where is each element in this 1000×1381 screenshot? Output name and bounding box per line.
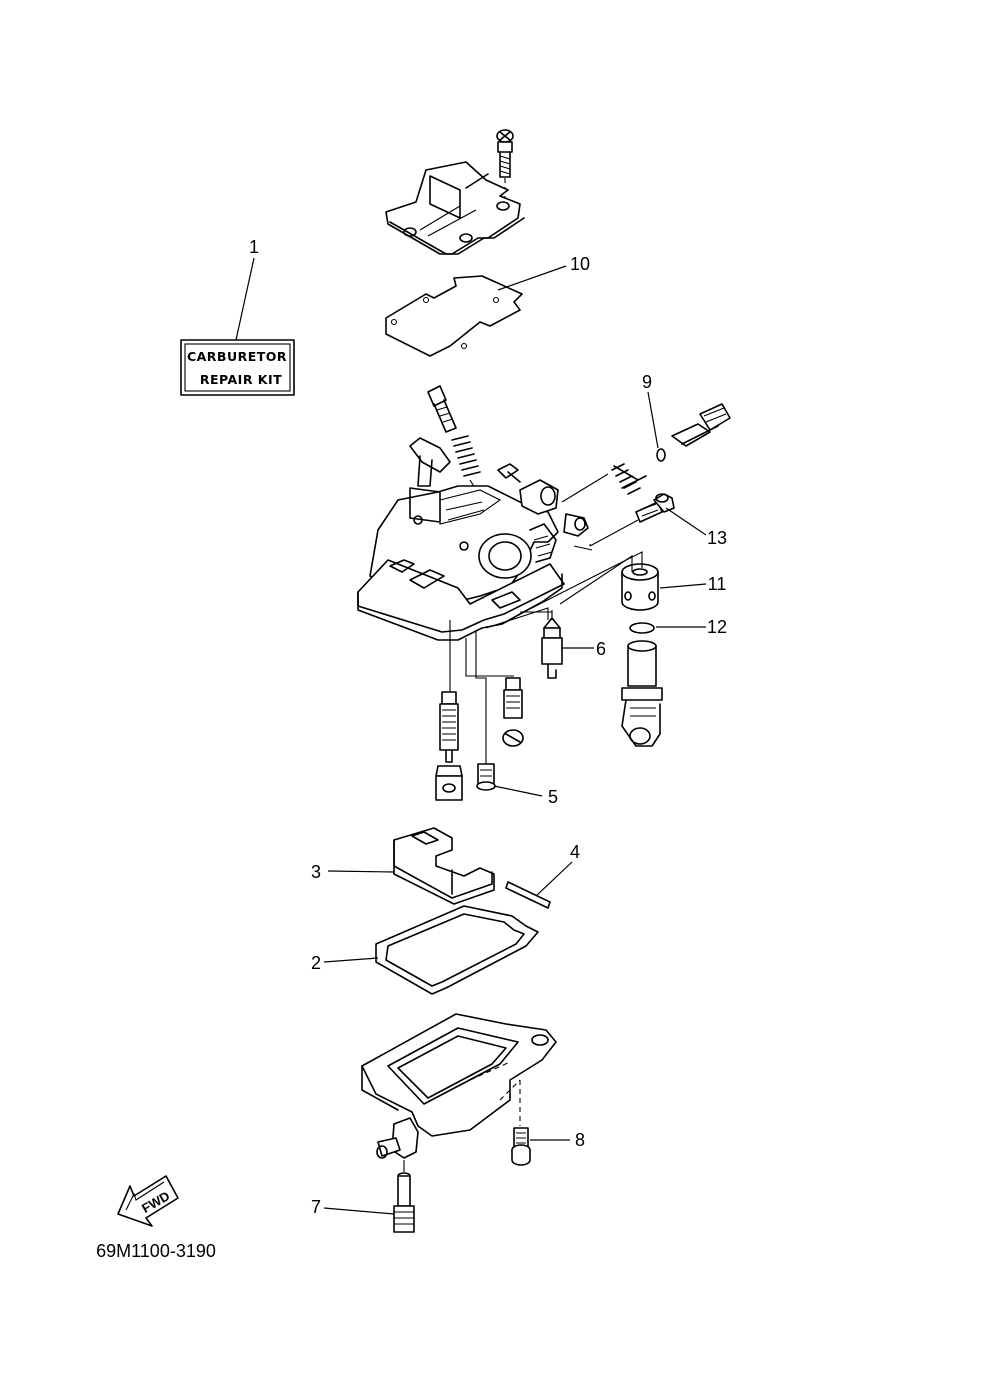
part-code: 69M1100-3190: [96, 1241, 216, 1261]
kit-label-line1: CARBURETOR: [187, 349, 287, 364]
callout-4: 4: [570, 842, 580, 862]
emulsion-tube: [621, 640, 663, 747]
plug-screw: [476, 763, 496, 791]
repair-kit-box: CARBURETOR REPAIR KIT: [180, 339, 295, 396]
needle-valve: [541, 610, 563, 679]
callout-9: 9: [642, 372, 652, 392]
carburetor-body: [357, 385, 589, 641]
pilot-jet-center: [502, 677, 524, 747]
top-cover: [385, 161, 525, 255]
callout-2: 2: [311, 953, 321, 973]
drain-screw: [393, 1160, 415, 1233]
assembly-lines: [449, 544, 643, 764]
callout-13: 13: [707, 528, 727, 548]
hose-fitting: [589, 493, 675, 547]
o-ring: [629, 622, 655, 634]
callout-5: 5: [548, 787, 558, 807]
top-cover-screw: [496, 129, 514, 202]
main-jet-holder: [621, 563, 659, 611]
top-cover-gasket: [385, 275, 523, 357]
callout-12: 12: [707, 617, 727, 637]
callout-numbers: 1 10 9 13 11 12 6 5 4 3 2 8 7: [249, 237, 727, 1217]
fwd-arrow-icon: FWD: [117, 1175, 179, 1227]
callout-6: 6: [596, 639, 606, 659]
float-chamber: [361, 1013, 557, 1159]
callout-3: 3: [311, 862, 321, 882]
float: [393, 827, 495, 905]
callout-10: 10: [570, 254, 590, 274]
kit-label-line2: REPAIR KIT: [200, 372, 282, 387]
float-pin: [505, 881, 551, 909]
leader-lines: [235, 257, 707, 1215]
callout-7: 7: [311, 1197, 321, 1217]
callout-11: 11: [708, 574, 727, 594]
chamber-screw: [511, 1080, 531, 1166]
float-chamber-gasket: [375, 905, 539, 995]
main-jet-left: [435, 691, 463, 801]
callout-8: 8: [575, 1130, 585, 1150]
callout-1: 1: [249, 237, 259, 257]
pilot-screw-assembly: [561, 403, 731, 503]
